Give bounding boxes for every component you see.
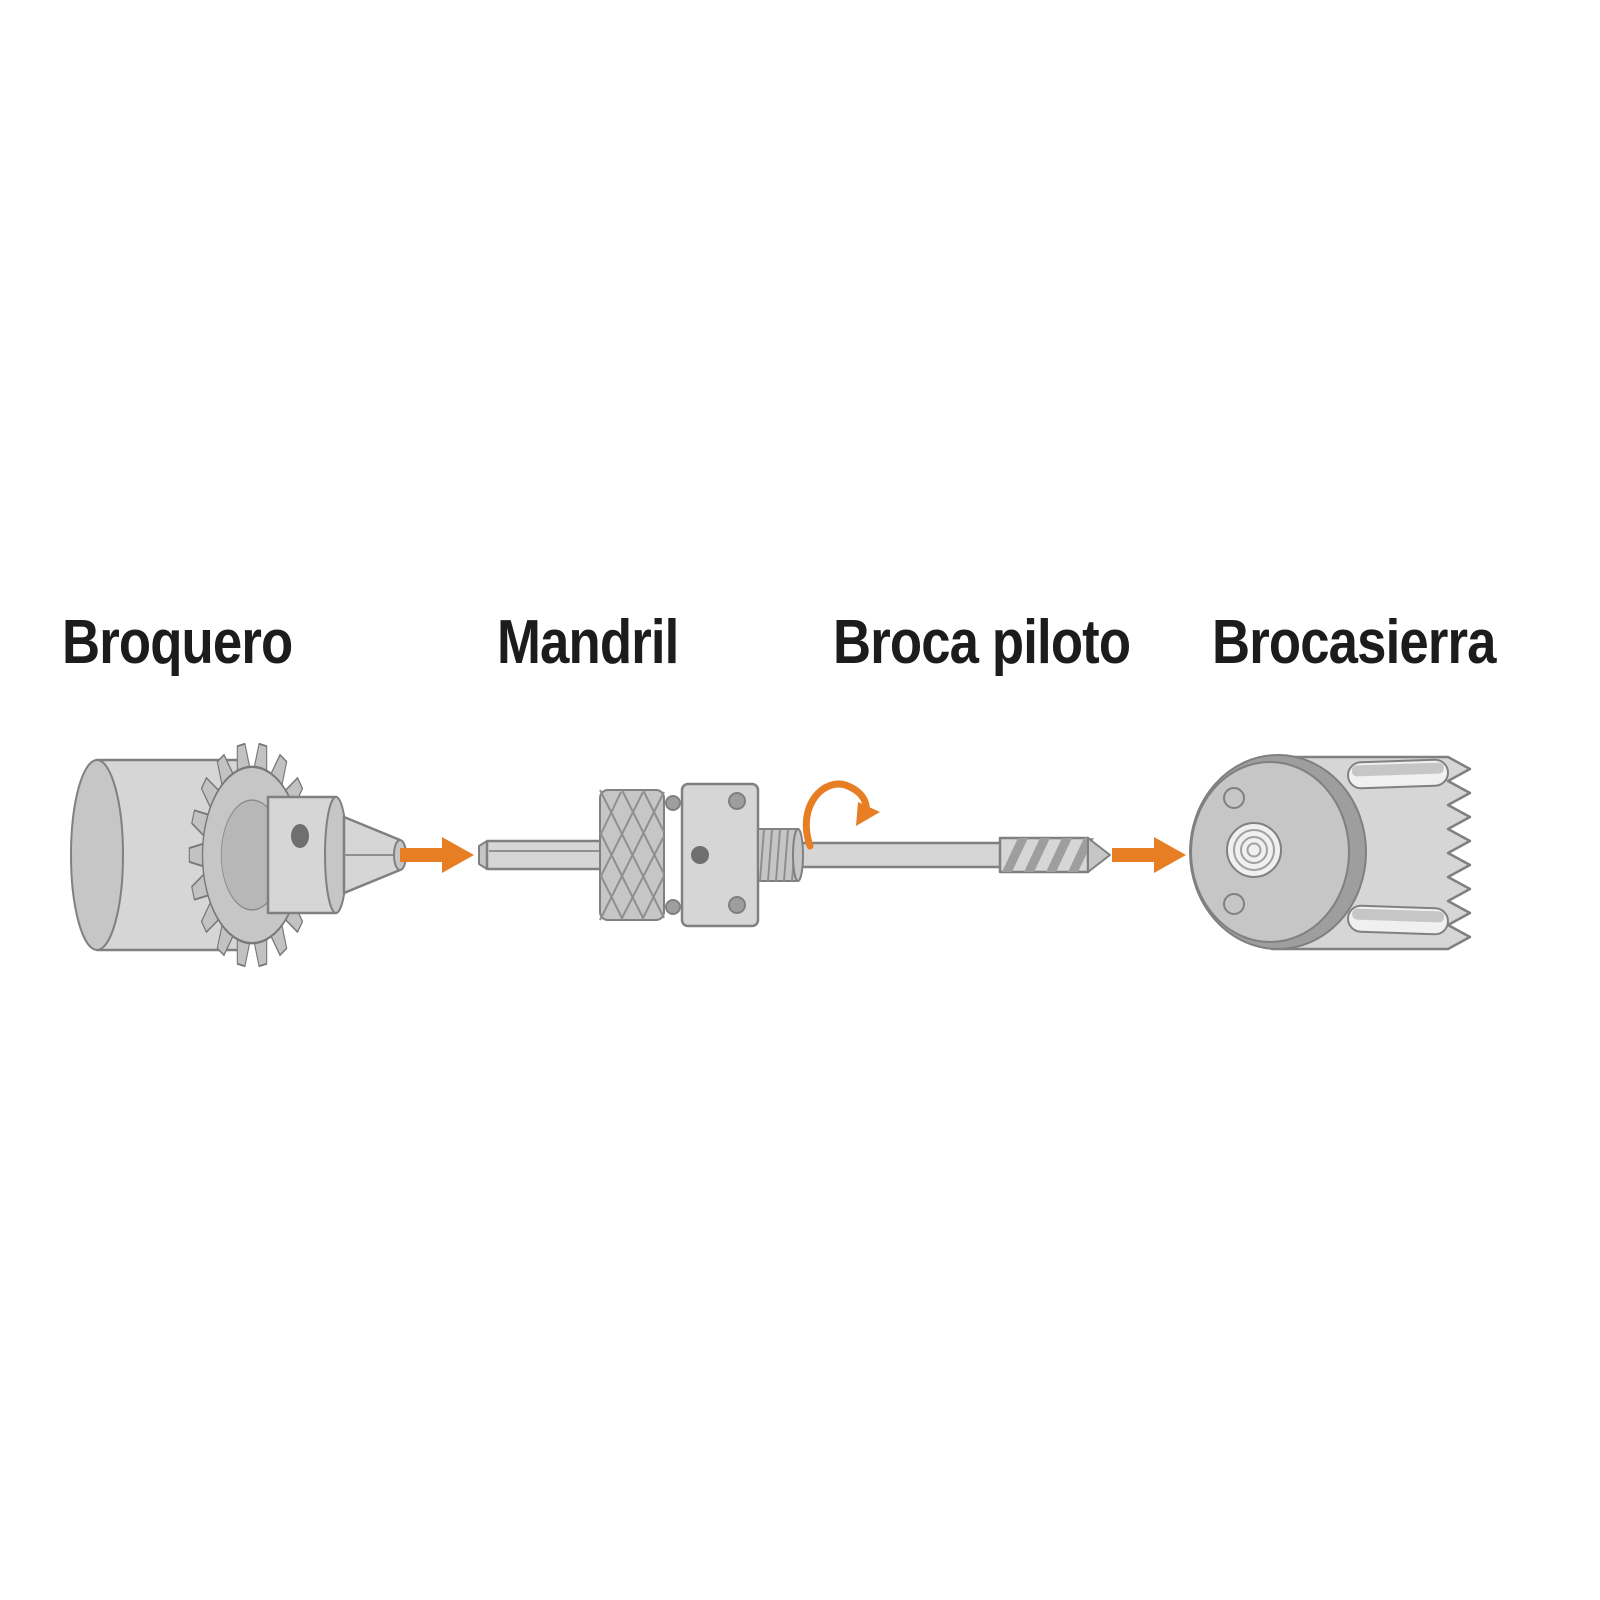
mandrel-thread-lines — [759, 828, 797, 882]
hole-saw-hub-thread-ring — [1240, 836, 1268, 864]
hole-saw-slot-bottom — [1347, 904, 1449, 936]
label-broquero: Broquero — [62, 608, 293, 677]
mandrel-collar-hole-top — [728, 792, 746, 810]
label-broca-piloto: Broca piloto — [833, 608, 1131, 677]
pilot-bit-flute-band — [1024, 838, 1050, 872]
mandrel-drive-pin-bottom — [665, 899, 681, 915]
flow-arrow-2-icon — [1112, 837, 1186, 873]
label-mandril: Mandril — [497, 608, 679, 677]
mandrel-nose-cap — [792, 828, 804, 882]
hole-saw-pin-hole-bottom — [1223, 893, 1245, 915]
mandrel-set-screw — [691, 846, 709, 864]
hole-saw-slot-top — [1347, 758, 1449, 790]
mandrel-collar-hole-bottom — [728, 896, 746, 914]
mandrel-hex-shank — [485, 839, 607, 871]
hole-saw-pin-hole-top — [1223, 787, 1245, 809]
label-brocasierra: Brocasierra — [1212, 608, 1496, 677]
chuck-key-hole — [291, 824, 309, 848]
pilot-drill-bit-illustration — [793, 836, 1111, 874]
drill-chuck-illustration — [70, 741, 407, 969]
mandrel-drive-pin-top — [665, 795, 681, 811]
mandrel-knurl-pattern — [599, 789, 665, 921]
hole-saw-hub-thread-ring — [1233, 829, 1275, 871]
mandrel-illustration — [478, 782, 804, 928]
rotation-arrow-icon — [802, 780, 880, 850]
pilot-bit-tip — [1087, 837, 1111, 873]
hole-saw-arbor-hub — [1226, 822, 1282, 878]
chuck-body-end-cap — [70, 759, 124, 951]
hole-saw-illustration — [1189, 754, 1472, 951]
flow-arrow-1-icon — [400, 837, 474, 873]
pilot-bit-flute-band — [1046, 838, 1072, 872]
pilot-bit-flute-band — [1002, 838, 1028, 872]
hole-saw-hub-thread-ring — [1246, 842, 1262, 858]
pilot-bit-shank — [793, 841, 1004, 869]
